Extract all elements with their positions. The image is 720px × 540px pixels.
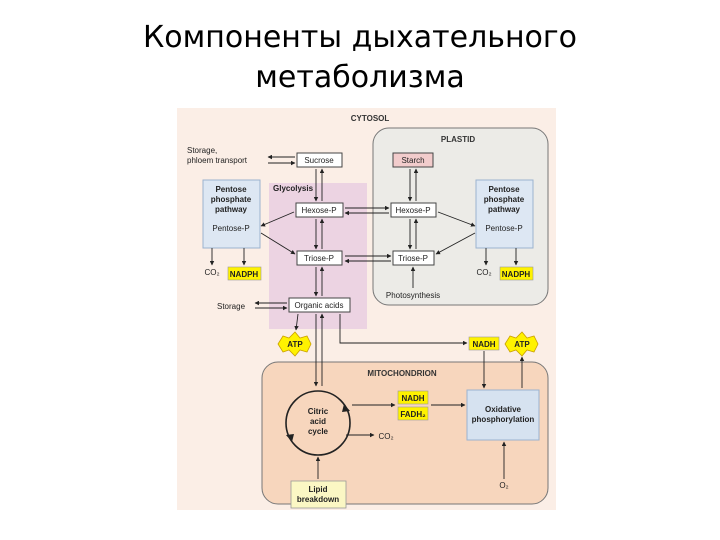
slide-title-line-2: метаболизма: [255, 60, 465, 95]
hexose-p-plastid-label: Hexose-P: [395, 206, 430, 215]
triose-p-cyto-node: [296, 250, 343, 266]
nadh-mito-label: NADH: [401, 394, 424, 403]
arrow-hexose-to-ppp-left: [260, 211, 295, 227]
atp-left-label: ATP: [287, 340, 303, 349]
atp-left-burst: [277, 331, 312, 357]
hexose-p-cyto-node: [295, 202, 344, 218]
oxphos-label-1: Oxidative: [485, 405, 522, 414]
cycle-arrow-head-2: [286, 434, 294, 442]
ppp-right-label-2: phosphate: [484, 195, 525, 204]
nadph-right-badge: [499, 266, 534, 281]
arrow-ppp-left-to-triose: [260, 232, 296, 255]
lipid-label-1: Lipid: [308, 485, 327, 494]
nadph-left-label: NADPH: [230, 270, 259, 279]
triose-p-cyto-label: Triose-P: [304, 254, 334, 263]
hexose-p-cyto-label: Hexose-P: [301, 206, 336, 215]
arrow-organic-to-atp: [294, 313, 299, 331]
ppp-left-label-3: pathway: [215, 205, 248, 214]
triose-p-plastid-label: Triose-P: [398, 254, 428, 263]
ppp-left-label-1: Pentose: [215, 185, 247, 194]
cytosol-label: CYTOSOL: [351, 114, 390, 123]
pentose-p-right: Pentose-P: [485, 224, 522, 233]
storage-phloem-label-1: Storage,: [187, 146, 217, 155]
hexose-p-plastid-node: [390, 202, 437, 218]
oxphos-box: [466, 389, 540, 441]
citric-label-3: cycle: [308, 427, 329, 436]
nadph-right-label: NADPH: [502, 270, 531, 279]
mitochondrion-label: MITOCHONDRION: [367, 369, 436, 378]
fadh2-badge: [397, 406, 429, 421]
fadh2-label: FADH₂: [400, 410, 426, 419]
co2-right: CO₂: [476, 268, 491, 277]
arrows: [209, 154, 525, 479]
slide-title-line-1: Компоненты дыхательного: [142, 20, 578, 55]
citric-label-1: Citric: [308, 407, 329, 416]
sucrose-node: [296, 152, 343, 168]
ppp-right-box: [475, 179, 534, 249]
citric-acid-cycle-circle: [285, 390, 351, 456]
cycle-arrow-head: [342, 404, 350, 412]
atp-right-label: ATP: [514, 340, 530, 349]
nadh-top-badge: [468, 336, 500, 351]
pentose-p-left: Pentose-P: [212, 224, 249, 233]
nadph-left-badge: [227, 266, 262, 281]
arrow-hexose-to-ppp-right: [437, 211, 476, 227]
co2-left: CO₂: [204, 268, 219, 277]
ppp-right-label-1: Pentose: [488, 185, 520, 194]
atp-right-burst: [504, 331, 539, 357]
co2-mito: CO₂: [378, 432, 393, 441]
lipid-breakdown-box: [290, 480, 347, 509]
photosynthesis-label: Photosynthesis: [386, 291, 440, 300]
triose-p-plastid-node: [392, 250, 435, 266]
arrow-ppp-right-to-triose: [435, 232, 476, 255]
storage-label: Storage: [217, 302, 246, 311]
ppp-right-label-3: pathway: [488, 205, 521, 214]
ppp-left-label-2: phosphate: [211, 195, 252, 204]
oxphos-label-2: phosphorylation: [472, 415, 535, 424]
organic-acids-label: Organic acids: [295, 301, 344, 310]
storage-phloem-label-2: phloem transport: [187, 156, 248, 165]
ppp-left-box: [202, 179, 261, 249]
organic-acids-node: [288, 297, 351, 313]
nadh-top-label: NADH: [472, 340, 495, 349]
citric-label-2: acid: [310, 417, 326, 426]
arrow-organic-to-nadh: [339, 314, 468, 346]
nadh-mito-badge: [397, 390, 429, 405]
lipid-label-2: breakdown: [297, 495, 339, 504]
starch-node: [392, 152, 434, 168]
plastid-label: PLASTID: [441, 135, 475, 144]
starch-label: Starch: [401, 156, 424, 165]
slide-title: Компоненты дыхательного метаболизма: [0, 18, 720, 98]
o2-label: O₂: [499, 481, 508, 490]
sucrose-label: Sucrose: [304, 156, 334, 165]
glycolysis-label: Glycolysis: [273, 184, 314, 193]
